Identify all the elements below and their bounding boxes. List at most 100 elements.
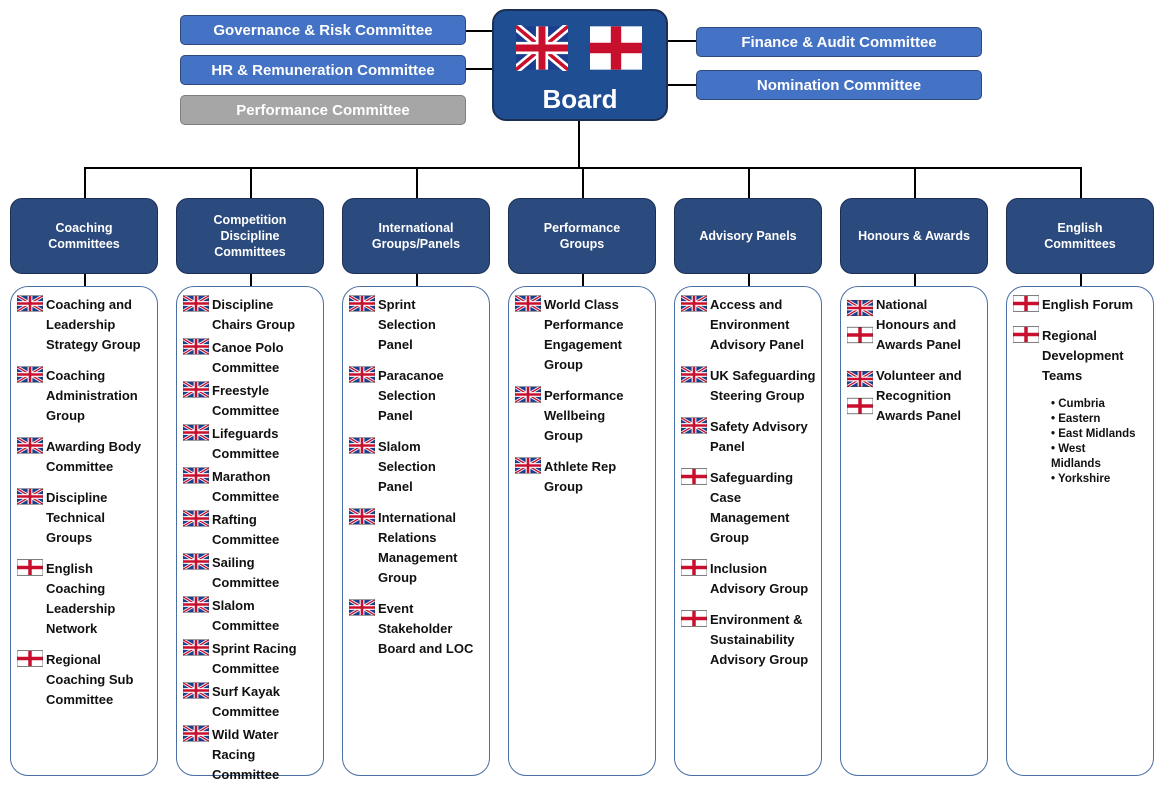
list-item[interactable]: Discipline Technical Groups <box>17 488 153 548</box>
category-header[interactable]: Coaching Committees <box>10 198 158 274</box>
list-item[interactable]: Rafting Committee <box>183 510 319 550</box>
uk-flag-icon <box>515 295 541 312</box>
item-body: Awarding Body Committee <box>46 437 141 477</box>
list-item[interactable]: Lifeguards Committee <box>183 424 319 464</box>
england-flag-icon <box>681 468 707 485</box>
item-body: National Honours and Awards Panel <box>876 295 961 355</box>
list-item[interactable]: World Class Performance Engagement Group <box>515 295 651 375</box>
list-item[interactable]: Awarding Body Committee <box>17 437 153 477</box>
list-item[interactable]: Coaching and Leadership Strategy Group <box>17 295 153 355</box>
list-item[interactable]: Paracanoe Selection Panel <box>349 366 485 426</box>
uk-flag-icon <box>17 437 43 454</box>
uk-flag-icon <box>17 366 43 383</box>
list-item[interactable]: Performance Wellbeing Group <box>515 386 651 446</box>
item-body: International Relations Management Group <box>378 508 457 588</box>
list-item[interactable]: Marathon Committee <box>183 467 319 507</box>
uk-flag-icon <box>183 553 209 570</box>
region-item: Yorkshire <box>1051 472 1149 487</box>
list-item[interactable]: Canoe Polo Committee <box>183 338 319 378</box>
england-flag-icon <box>1013 295 1039 312</box>
list-item[interactable]: Access and Environment Advisory Panel <box>681 295 817 355</box>
list-item[interactable]: Athlete Rep Group <box>515 457 651 497</box>
category-header[interactable]: Honours & Awards <box>840 198 988 274</box>
list-item[interactable]: Wild Water Racing Committee <box>183 725 319 785</box>
uk-flag-icon <box>847 298 873 318</box>
item-body: Marathon Committee <box>212 467 279 507</box>
england-flag-icon <box>17 650 43 667</box>
committee-performance[interactable]: Performance Committee <box>180 95 466 125</box>
committee-hr-remuneration[interactable]: HR & Remuneration Committee <box>180 55 466 85</box>
item-body: Volunteer and Recognition Awards Panel <box>876 366 962 426</box>
list-item[interactable]: Surf Kayak Committee <box>183 682 319 722</box>
category-header[interactable]: International Groups/Panels <box>342 198 490 274</box>
uk-flag-icon <box>183 424 209 441</box>
england-flag-icon <box>681 559 707 576</box>
list-item[interactable]: English Forum <box>1013 295 1149 315</box>
item-body: Wild Water Racing Committee <box>212 725 279 785</box>
item-body: Coaching Administration Group <box>46 366 138 426</box>
list-item[interactable]: Regional Coaching Sub Committee <box>17 650 153 710</box>
item-label: Inclusion Advisory Group <box>710 561 809 596</box>
uk-flag-icon <box>681 295 707 312</box>
uk-flag-icon <box>349 599 375 616</box>
committee-governance-risk[interactable]: Governance & Risk Committee <box>180 15 466 45</box>
list-item[interactable]: Environment & Sustainability Advisory Gr… <box>681 610 817 670</box>
board-box[interactable]: Board <box>492 9 668 121</box>
list-item[interactable]: English Coaching Leadership Network <box>17 559 153 639</box>
item-label: Access and Environment Advisory Panel <box>710 297 804 352</box>
category-header[interactable]: English Committees <box>1006 198 1154 274</box>
list-item[interactable]: Safety Advisory Panel <box>681 417 817 457</box>
item-body: Surf Kayak Committee <box>212 682 280 722</box>
uk-flag-icon <box>183 639 209 656</box>
item-body: Lifeguards Committee <box>212 424 279 464</box>
item-label: World Class Performance Engagement Group <box>544 297 624 372</box>
list-item[interactable]: Inclusion Advisory Group <box>681 559 817 599</box>
category-header[interactable]: Performance Groups <box>508 198 656 274</box>
list-item[interactable]: Slalom Committee <box>183 596 319 636</box>
connector-drop <box>914 167 916 198</box>
list-item[interactable]: Event Stakeholder Board and LOC <box>349 599 485 659</box>
category-header[interactable]: Competition Discipline Committees <box>176 198 324 274</box>
uk-flag-icon <box>183 682 209 699</box>
item-label: Volunteer and Recognition Awards Panel <box>876 368 962 423</box>
item-label: English Forum <box>1042 297 1133 312</box>
committee-nomination[interactable]: Nomination Committee <box>696 70 982 100</box>
list-item[interactable]: Slalom Selection Panel <box>349 437 485 497</box>
england-flag-icon <box>847 397 873 415</box>
item-body: Discipline Chairs Group <box>212 295 295 335</box>
item-body: Environment & Sustainability Advisory Gr… <box>710 610 808 670</box>
list-item[interactable]: Coaching Administration Group <box>17 366 153 426</box>
list-item[interactable]: Safeguarding Case Management Group <box>681 468 817 548</box>
list-item[interactable]: International Relations Management Group <box>349 508 485 588</box>
category-header[interactable]: Advisory Panels <box>674 198 822 274</box>
category-column: Access and Environment Advisory Panel UK … <box>674 286 822 776</box>
item-body: Access and Environment Advisory Panel <box>710 295 804 355</box>
list-item[interactable]: Volunteer and Recognition Awards Panel <box>847 366 983 426</box>
uk-flag-icon <box>17 295 43 312</box>
item-label: UK Safeguarding Steering Group <box>710 368 816 403</box>
connector-board-trunk <box>578 121 580 168</box>
uk-flag-icon <box>349 437 375 454</box>
committee-finance-audit[interactable]: Finance & Audit Committee <box>696 27 982 57</box>
list-item[interactable]: Sprint Racing Committee <box>183 639 319 679</box>
list-item[interactable]: National Honours and Awards Panel <box>847 295 983 355</box>
item-label: Sprint Selection Panel <box>378 297 436 352</box>
list-item[interactable]: Sailing Committee <box>183 553 319 593</box>
uk-flag-icon <box>349 366 375 383</box>
list-item[interactable]: Regional Development Teams <box>1013 326 1149 386</box>
uk-flag-icon <box>183 510 209 527</box>
list-item[interactable]: Sprint Selection Panel <box>349 295 485 355</box>
england-flag-icon <box>847 326 873 344</box>
item-body: Event Stakeholder Board and LOC <box>378 599 473 659</box>
item-label: Freestyle Committee <box>212 383 280 418</box>
list-item[interactable]: UK Safeguarding Steering Group <box>681 366 817 406</box>
item-label: Safeguarding Case Management Group <box>710 470 794 545</box>
list-item[interactable]: Discipline Chairs Group <box>183 295 319 335</box>
item-body: Safeguarding Case Management Group <box>710 468 793 548</box>
uk-flag-icon <box>183 596 209 613</box>
item-label: Coaching Administration Group <box>46 368 138 423</box>
item-label: Regional Coaching Sub Committee <box>46 652 134 707</box>
list-item[interactable]: Freestyle Committee <box>183 381 319 421</box>
region-list: CumbriaEasternEast MidlandsWest Midlands… <box>1051 397 1149 487</box>
item-label: Athlete Rep Group <box>544 459 617 494</box>
